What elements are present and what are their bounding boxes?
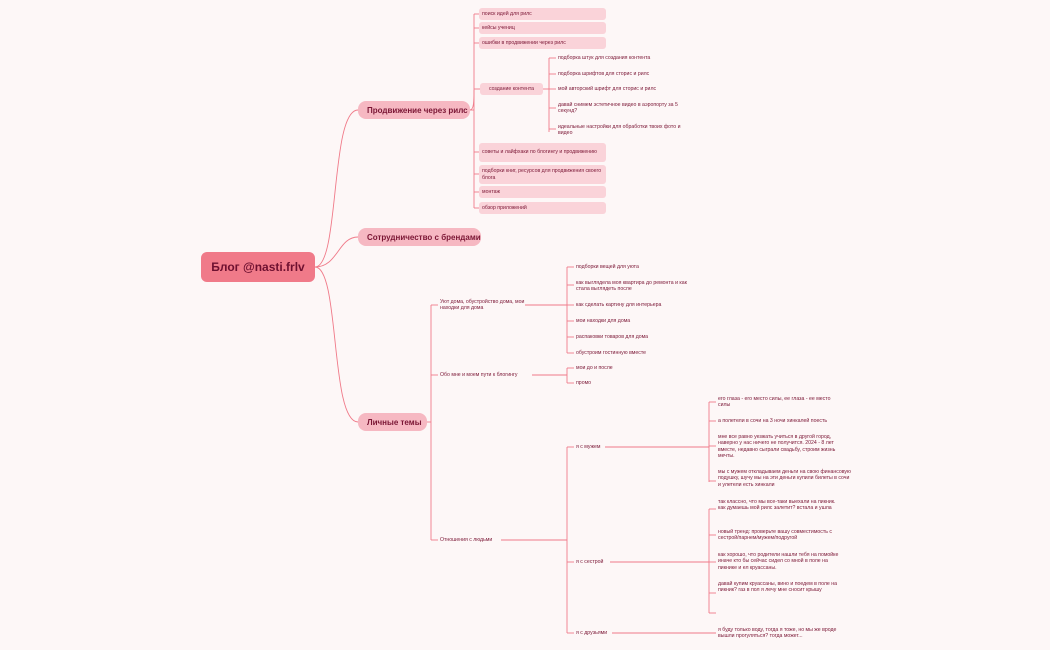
node-husband-study[interactable]: мне все равно уезжать учиться в другой г… <box>718 434 836 460</box>
node-cozy-picks[interactable]: подборки вещей для уюта <box>576 264 639 270</box>
branch-personal-topics[interactable]: Личные темы <box>358 413 427 431</box>
node-student-cases[interactable]: кейсы учениц <box>479 22 606 34</box>
node-gadgets[interactable]: подборка штук для создания контента <box>558 55 651 61</box>
node-apartment-before-after[interactable]: как выглядела моя квартира до ремонта и … <box>576 280 687 293</box>
node-friends-walk[interactable]: я буду только воду, тогда я тоже, но мы … <box>718 627 837 640</box>
root-node[interactable]: Блог @nasti.frlv <box>201 252 315 282</box>
branch-brand-collaboration[interactable]: Сотрудничество с брендами <box>358 228 481 246</box>
node-sister-picnic[interactable]: так классно, что мы все-таки выехали на … <box>718 499 836 512</box>
node-sister-croissants[interactable]: давай купим круассаны, вино и поедем в п… <box>718 581 837 594</box>
node-content-creation[interactable]: создание контента <box>480 83 543 95</box>
node-blog-tips[interactable]: советы и лайфхаки по блогингу и продвиже… <box>479 143 606 162</box>
node-home-finds[interactable]: мои находки для дома <box>576 318 631 324</box>
node-husband-saving[interactable]: мы с мужем откладываем деньги на свою фи… <box>718 469 851 488</box>
node-reels-ideas[interactable]: поиск идей для рилс <box>479 8 606 20</box>
node-sister-parents[interactable]: как хорошо, что родители нашли тебя на п… <box>718 552 839 571</box>
node-fonts[interactable]: подборка шрифтов для сторис и рилс <box>558 71 650 77</box>
branch-reels-promotion[interactable]: Продвижение через рилс <box>358 101 470 119</box>
node-promo[interactable]: промо <box>576 380 592 386</box>
node-home[interactable]: Уют дома, обустройство дома, мои находки… <box>440 299 525 312</box>
node-promotion-mistakes[interactable]: ошибки в продвижении через рилс <box>479 37 606 49</box>
node-books-resources[interactable]: подборки книг, ресурсов для продвижения … <box>479 165 606 184</box>
node-with-sister[interactable]: я с сестрой <box>576 559 604 565</box>
node-husband-eyes[interactable]: его глаза - его место силы, ее глаза - е… <box>718 396 831 409</box>
node-apps-review[interactable]: обзор приложений <box>479 202 606 214</box>
node-about[interactable]: Обо мне и моем пути к блогингу <box>440 372 518 378</box>
node-living-room[interactable]: обустроим гостинную вместе <box>576 350 647 356</box>
node-unboxing[interactable]: распаковки товаров для дома <box>576 334 649 340</box>
node-relations[interactable]: Отношения с людьми <box>440 537 493 543</box>
node-sister-trend[interactable]: новый тренд: проверьте вашу совместимост… <box>718 529 832 542</box>
node-with-husband[interactable]: я с мужем <box>576 444 601 450</box>
node-editing[interactable]: монтаж <box>479 186 606 198</box>
node-husband-sochi[interactable]: а полетели в сочи на 3 ночи хинкалей пое… <box>718 418 828 424</box>
node-my-font[interactable]: мой авторский шрифт для сторис и рилс <box>558 86 657 92</box>
node-before-after[interactable]: мои до и после <box>576 365 613 371</box>
node-airport-video[interactable]: давай снимем эстетичное видео в аэропорт… <box>558 102 678 115</box>
node-interior-picture[interactable]: как сделать картину для интерьера <box>576 302 662 308</box>
node-settings[interactable]: идеальные настройки для обработки твоих … <box>558 124 681 137</box>
node-with-friends[interactable]: я с друзьями <box>576 630 608 636</box>
